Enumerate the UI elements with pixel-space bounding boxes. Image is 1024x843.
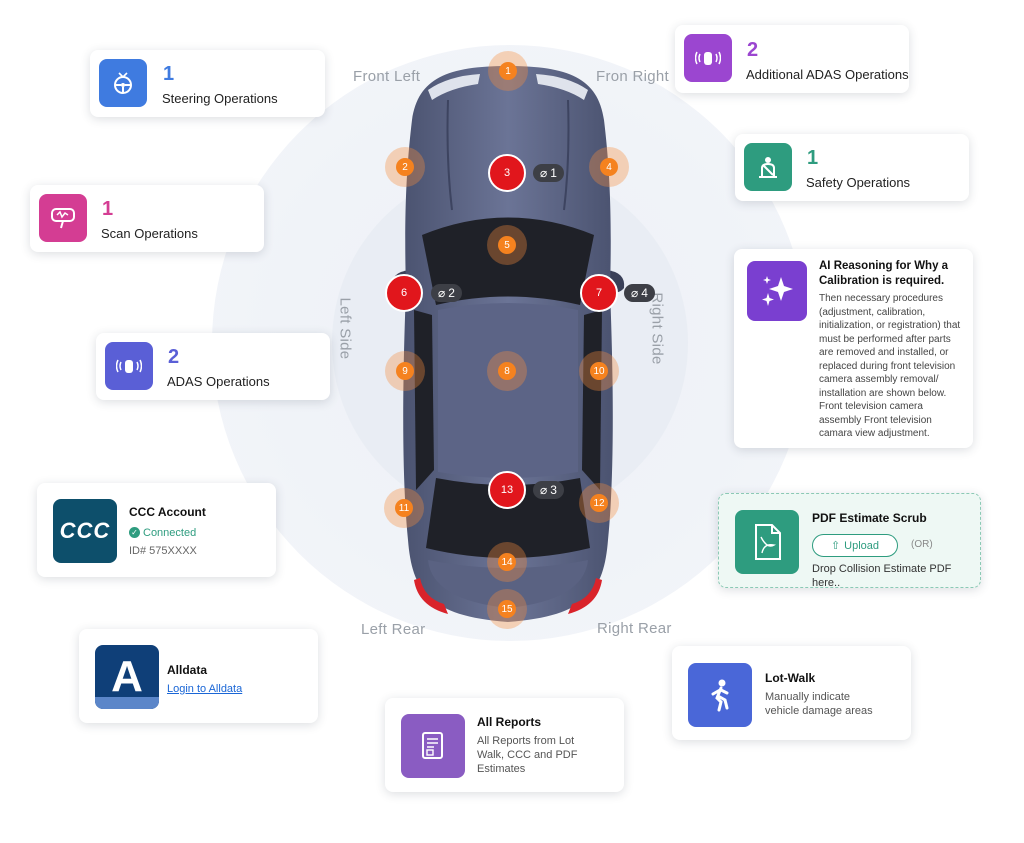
scan-operations-card[interactable]: 1 Scan Operations <box>30 185 264 252</box>
scan-count: 1 <box>102 198 114 220</box>
additional-adas-card[interactable]: 2 Additional ADAS Operations <box>675 25 909 93</box>
marker-number: 11 <box>395 499 413 517</box>
damage-marker[interactable]: 12 <box>579 483 619 523</box>
car-sensor-icon <box>105 342 153 390</box>
or-separator: (OR) <box>911 539 933 550</box>
alldata-title: Alldata <box>167 663 208 677</box>
pdf-file-icon <box>735 510 799 574</box>
paperclip-icon: ⌀ <box>438 286 446 300</box>
paperclip-icon: ⌀ <box>631 286 639 300</box>
adas-label: ADAS Operations <box>167 374 270 389</box>
alldata-login-link[interactable]: Login to Alldata <box>167 683 243 695</box>
attachment-count[interactable]: ⌀3 <box>533 481 564 499</box>
safety-operations-card[interactable]: 1 Safety Operations <box>735 134 969 201</box>
damage-marker-active[interactable]: 3 <box>487 153 527 193</box>
lot-walk-description: Manually indicate vehicle damage areas <box>765 691 873 717</box>
car-sensor-icon <box>684 34 732 82</box>
alldata-logo: A <box>95 645 159 709</box>
paperclip-icon: ⌀ <box>540 483 548 497</box>
damage-marker[interactable]: 4 <box>589 147 629 187</box>
lot-walk-card[interactable]: Lot-Walk Manually indicate vehicle damag… <box>672 646 911 740</box>
marker-number: 4 <box>600 158 618 176</box>
marker-number: 3 <box>488 154 526 192</box>
ai-reasoning-text: Then necessary procedures (adjustment, c… <box>819 293 961 439</box>
report-document-icon <box>401 714 465 778</box>
sparkles-icon <box>747 261 807 321</box>
damage-marker[interactable]: 10 <box>579 351 619 391</box>
label-front-right: Fron Right <box>596 68 670 85</box>
damage-marker[interactable]: 9 <box>385 351 425 391</box>
ccc-account-card[interactable]: CCC CCC Account ✓ Connected ID# 575XXXX <box>37 483 276 577</box>
marker-number: 9 <box>396 362 414 380</box>
pdf-title: PDF Estimate Scrub <box>812 511 927 525</box>
upload-icon: ⇧ <box>830 540 841 552</box>
walking-person-icon <box>688 663 752 727</box>
steering-operations-card[interactable]: 1 Steering Operations <box>90 50 325 117</box>
marker-number: 12 <box>590 494 608 512</box>
safety-label: Safety Operations <box>806 175 911 190</box>
marker-number: 14 <box>498 553 516 571</box>
damage-marker[interactable]: 8 <box>487 351 527 391</box>
pdf-estimate-dropzone[interactable]: PDF Estimate Scrub ⇧Upload (OR) Drop Col… <box>718 493 981 589</box>
ccc-title: CCC Account <box>129 505 206 519</box>
lot-walk-title: Lot-Walk <box>765 671 816 685</box>
marker-number: 5 <box>498 236 516 254</box>
label-front-left: Front Left <box>353 68 421 85</box>
scan-tool-icon <box>39 194 87 242</box>
check-circle-icon: ✓ <box>129 527 140 538</box>
additional-adas-count: 2 <box>747 39 759 61</box>
marker-number: 2 <box>396 158 414 176</box>
additional-adas-label: Additional ADAS Operations <box>746 67 909 82</box>
attachment-count[interactable]: ⌀1 <box>533 164 564 182</box>
label-right-rear: Right Rear <box>597 620 672 637</box>
damage-marker-active[interactable]: 7 <box>579 273 619 313</box>
alldata-card[interactable]: A Alldata Login to Alldata <box>79 629 318 723</box>
all-reports-card[interactable]: All Reports All Reports from Lot Walk, C… <box>385 698 624 792</box>
marker-number: 7 <box>580 274 618 312</box>
scan-label: Scan Operations <box>101 226 198 241</box>
ai-reasoning-card: AI Reasoning for Why a Calibration is re… <box>734 249 973 448</box>
marker-number: 1 <box>499 62 517 80</box>
steering-label: Steering Operations <box>162 91 278 106</box>
marker-number: 13 <box>488 471 526 509</box>
all-reports-title: All Reports <box>477 715 542 729</box>
upload-button[interactable]: ⇧Upload <box>812 534 898 557</box>
safety-count: 1 <box>807 147 819 169</box>
steering-count: 1 <box>163 63 175 85</box>
ai-reasoning-title: AI Reasoning for Why a Calibration is re… <box>819 260 949 287</box>
ccc-status: Connected <box>143 527 197 539</box>
label-left-rear: Left Rear <box>361 621 426 638</box>
ccc-id: ID# 575XXXX <box>129 545 197 557</box>
paperclip-icon: ⌀ <box>540 166 548 180</box>
ccc-logo: CCC <box>53 499 117 563</box>
attachment-count[interactable]: ⌀4 <box>624 284 655 302</box>
marker-number: 15 <box>498 600 516 618</box>
damage-marker[interactable]: 14 <box>487 542 527 582</box>
steering-wheel-icon <box>99 59 147 107</box>
damage-marker[interactable]: 2 <box>385 147 425 187</box>
damage-marker[interactable]: 5 <box>487 225 527 265</box>
label-left-side: Left Side <box>336 297 354 360</box>
adas-count: 2 <box>168 346 180 368</box>
attachment-count[interactable]: ⌀2 <box>431 284 462 302</box>
all-reports-description: All Reports from Lot Walk, CCC and PDF E… <box>477 735 578 775</box>
damage-marker[interactable]: 15 <box>487 589 527 629</box>
marker-number: 10 <box>590 362 608 380</box>
adas-operations-card[interactable]: 2 ADAS Operations <box>96 333 330 400</box>
damage-marker-active[interactable]: 6 <box>384 273 424 313</box>
marker-number: 6 <box>385 274 423 312</box>
damage-marker[interactable]: 1 <box>488 51 528 91</box>
damage-marker-active[interactable]: 13 <box>487 470 527 510</box>
marker-number: 8 <box>498 362 516 380</box>
seatbelt-icon <box>744 143 792 191</box>
pdf-drop-hint: Drop Collision Estimate PDF here.. <box>812 563 952 589</box>
damage-marker[interactable]: 11 <box>384 488 424 528</box>
